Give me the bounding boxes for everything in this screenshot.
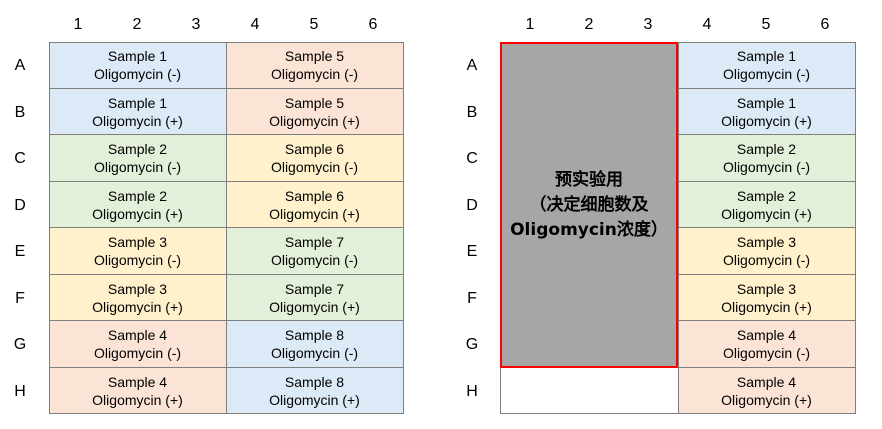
column-label: 2 xyxy=(132,16,142,33)
column-label: 3 xyxy=(643,16,653,33)
row-label: E xyxy=(466,243,478,260)
row-label: D xyxy=(466,197,478,214)
column-label: 3 xyxy=(191,16,201,33)
column-label: 1 xyxy=(525,16,535,33)
row-label: D xyxy=(14,197,26,214)
preexperiment-label-line: 预实验用 xyxy=(555,169,623,190)
plate-left-border xyxy=(49,42,50,414)
column-label: 5 xyxy=(309,16,319,33)
column-label: 1 xyxy=(73,16,83,33)
row-label: A xyxy=(466,57,478,74)
column-label: 4 xyxy=(250,16,260,33)
row-label: B xyxy=(466,104,478,121)
plate-left-border xyxy=(500,368,501,414)
column-label: 2 xyxy=(584,16,594,33)
column-label: 4 xyxy=(702,16,712,33)
row-label: C xyxy=(14,150,26,167)
row-label: F xyxy=(15,290,25,307)
row-label: A xyxy=(14,57,26,74)
row-label: B xyxy=(14,104,26,121)
block-divider xyxy=(226,42,227,414)
column-label: 6 xyxy=(368,16,378,33)
column-label: 6 xyxy=(820,16,830,33)
column-label: 5 xyxy=(761,16,771,33)
empty-well-cell xyxy=(500,368,678,414)
row-label: C xyxy=(466,150,478,167)
plate-top-border xyxy=(678,42,855,43)
block-divider xyxy=(678,42,679,414)
row-label: G xyxy=(465,336,479,353)
row-label: H xyxy=(14,383,26,400)
preexperiment-label-line: Oligomycin浓度） xyxy=(510,219,668,240)
preexperiment-label-line: （决定细胞数及 xyxy=(529,194,649,215)
plate-right-border xyxy=(855,42,856,414)
plate-right-border xyxy=(403,42,404,414)
row-label: G xyxy=(13,336,27,353)
row-label: H xyxy=(466,383,478,400)
row-label: E xyxy=(14,243,26,260)
row-label: F xyxy=(467,290,477,307)
preexperiment-region: 预实验用 （决定细胞数及 Oligomycin浓度） xyxy=(500,42,678,368)
